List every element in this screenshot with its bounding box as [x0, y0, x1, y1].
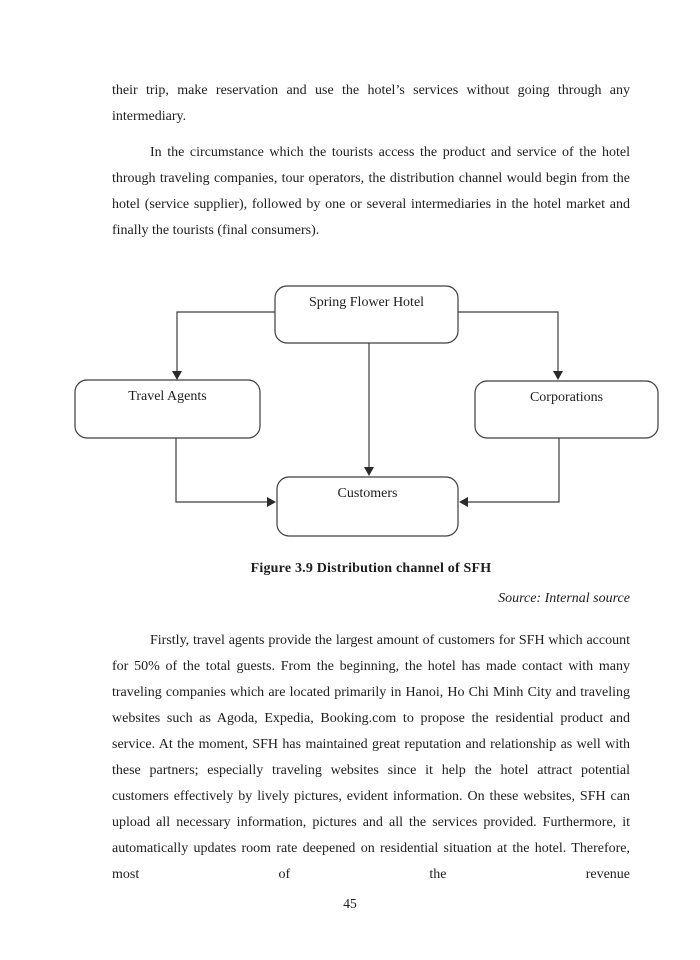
distribution-channel-diagram: Spring Flower Hotel Travel Agents Corpor… — [74, 285, 659, 537]
figure-source: Source: Internal source — [498, 591, 630, 606]
node-label-travel-agents: Travel Agents — [128, 389, 206, 404]
node-label-customers: Customers — [338, 486, 398, 501]
paragraph-travel-agents-detail: Firstly, travel agents provide the large… — [112, 633, 630, 882]
arrow-hotel-to-corporations — [458, 311, 563, 380]
node-label-corporations: Corporations — [530, 390, 603, 405]
node-label-spring-flower-hotel: Spring Flower Hotel — [309, 295, 424, 310]
arrow-corporations-to-customers — [459, 438, 560, 507]
node-travel-agents: Travel Agents — [74, 379, 261, 439]
paragraph-circumstance: In the circumstance which the tourists a… — [112, 145, 630, 238]
arrow-hotel-to-travel-agents — [172, 311, 275, 380]
node-corporations: Corporations — [474, 380, 659, 439]
node-spring-flower-hotel: Spring Flower Hotel — [274, 285, 459, 344]
node-customers: Customers — [276, 476, 459, 537]
arrow-hotel-to-customers — [364, 343, 374, 476]
page-number: 45 — [343, 896, 357, 911]
paragraph-intro-continuation: their trip, make reservation and use the… — [112, 83, 630, 124]
figure-caption: Figure 3.9 Distribution channel of SFH — [250, 561, 492, 576]
arrow-travel-agents-to-customers — [175, 438, 276, 507]
